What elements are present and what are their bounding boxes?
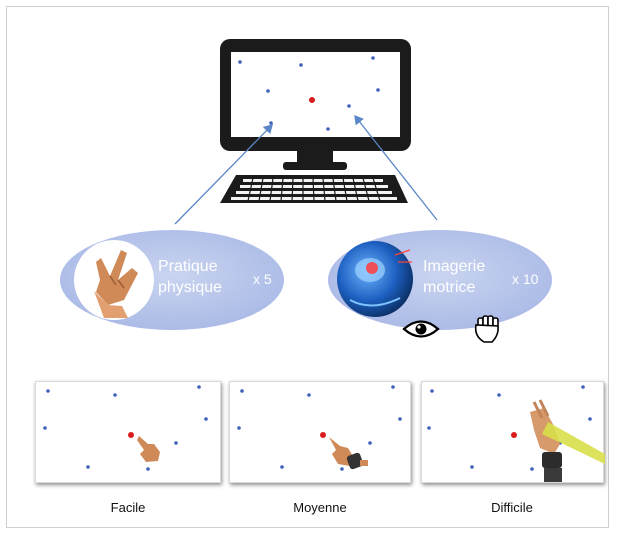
- eye-icon: [402, 320, 440, 338]
- diagram-canvas: [60, 39, 552, 343]
- figure-border: [6, 6, 609, 528]
- level-screen-hard: [427, 385, 605, 482]
- arrow-physical-to-screen: [174, 124, 273, 225]
- level-screen-medium: [237, 385, 402, 471]
- ellipse-label-line1: Pratique: [158, 258, 218, 275]
- level-panel-easy: [35, 381, 221, 483]
- computer-monitor-icon: [220, 39, 411, 170]
- hand-with-resistance-band-icon: [530, 399, 605, 482]
- hand-pointing-icon: [137, 436, 160, 462]
- physical-practice-multiplier: x 5: [253, 271, 272, 287]
- motor-imagery-multiplier: x 10: [512, 271, 539, 287]
- screen-center-dot: [309, 97, 315, 103]
- keyboard-icon: [220, 175, 408, 203]
- hand-with-wrist-brace-icon: [329, 437, 368, 470]
- level-label-hard: Difficile: [491, 500, 533, 515]
- ellipse-label-line2: physique: [158, 279, 223, 296]
- level-screen-easy: [43, 385, 208, 471]
- level-label-medium: Moyenne: [293, 500, 347, 515]
- arrow-imagery-to-screen: [354, 114, 438, 221]
- level-panel-hard: [421, 381, 605, 483]
- ellipse-label-line1: Imagerie: [423, 258, 486, 275]
- level-label-easy: Facile: [110, 500, 146, 515]
- motor-imagery-label: Imagerie motrice: [423, 256, 485, 298]
- brain-head-photo-icon: [337, 241, 413, 317]
- fist-icon: [474, 315, 499, 343]
- screen-target-dots: [238, 56, 380, 131]
- physical-practice-label: Pratique physique: [158, 256, 222, 298]
- ellipse-label-line2: motrice: [423, 279, 476, 296]
- level-panel-medium: [229, 381, 411, 483]
- hand-photo-icon: [74, 240, 154, 320]
- monitor-screen: [231, 52, 400, 137]
